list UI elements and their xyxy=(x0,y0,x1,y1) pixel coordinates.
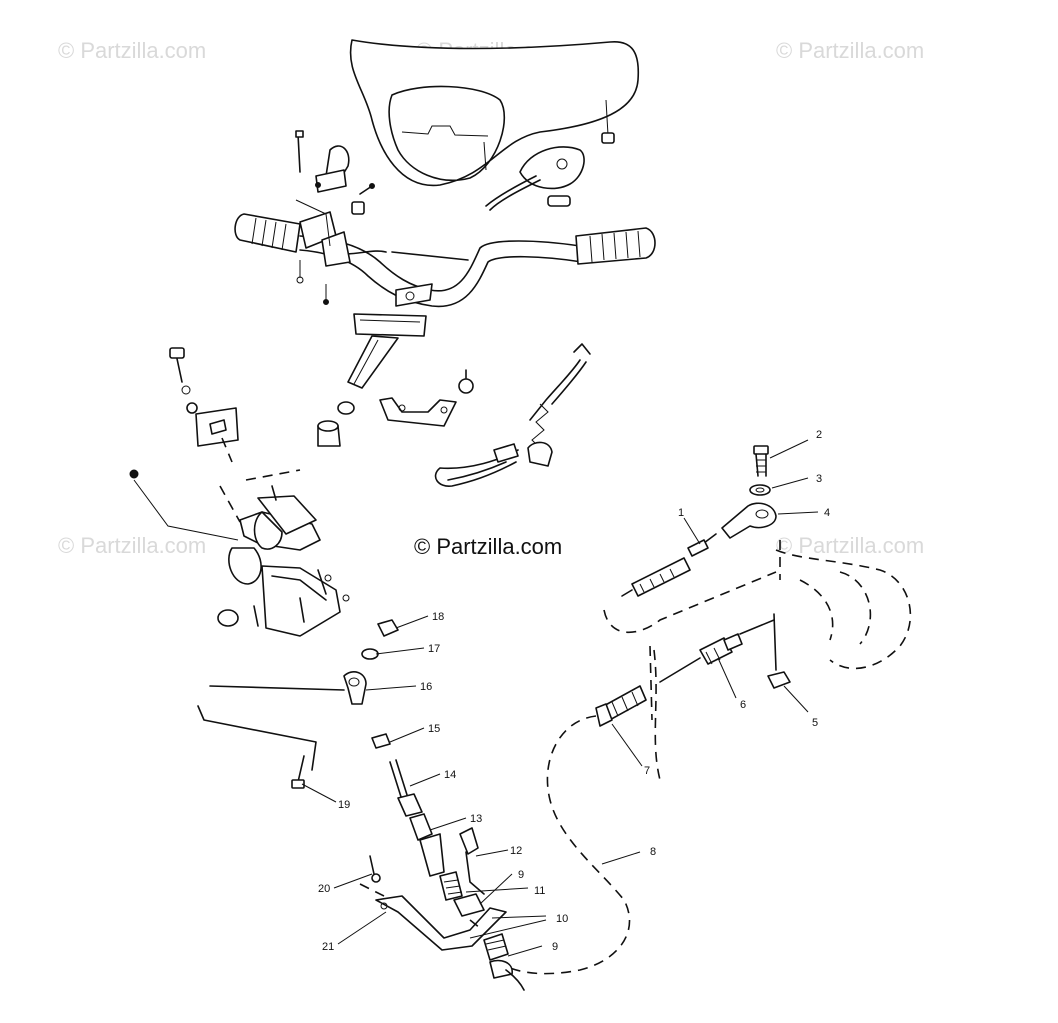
callout-label-19: 19 xyxy=(338,799,350,811)
brake-lever[interactable] xyxy=(295,130,375,215)
steering-post-mount[interactable] xyxy=(353,313,427,337)
callout-label-8: 8 xyxy=(650,846,656,858)
callout-label-3: 3 xyxy=(816,473,822,485)
callout-label-15: 15 xyxy=(428,723,440,735)
callout-label-16: 16 xyxy=(420,681,432,693)
callout-4-rod-end[interactable] xyxy=(721,502,777,539)
callout-6-cable-adjuster[interactable] xyxy=(659,619,775,683)
callout-label-17: 17 xyxy=(428,643,440,655)
callout-3-washer[interactable] xyxy=(749,484,771,496)
watermark-top-left: © Partzilla.com xyxy=(58,38,207,63)
callout-label-7: 7 xyxy=(644,765,650,777)
callout-11-spring[interactable] xyxy=(439,871,463,901)
callout-label-20: 20 xyxy=(318,883,330,895)
cable-cover-bracket[interactable] xyxy=(379,369,474,427)
callout-label-12: 12 xyxy=(510,845,522,857)
callout-label-2: 2 xyxy=(816,429,822,441)
callout-2-bolt[interactable] xyxy=(753,445,769,477)
callout-label-10: 10 xyxy=(556,913,568,925)
callout-16-ball-joint[interactable] xyxy=(343,671,367,705)
steering-support-bracket[interactable] xyxy=(129,347,350,637)
callout-9-nut-upper[interactable] xyxy=(453,893,485,917)
callout-label-13: 13 xyxy=(470,813,482,825)
callout-label-11: 11 xyxy=(534,885,545,897)
steering-shaft[interactable] xyxy=(317,335,399,447)
callout-9-nut-lower[interactable] xyxy=(483,933,525,991)
tether-cord[interactable] xyxy=(434,343,591,487)
callout-10-lever-plate[interactable] xyxy=(375,895,507,951)
callout-label-9-lower: 9 xyxy=(552,941,558,953)
carburetor-outline xyxy=(603,540,912,670)
handlebar-cover[interactable] xyxy=(349,39,640,187)
callout-label-18: 18 xyxy=(432,611,444,623)
callout-label-21: 21 xyxy=(322,941,334,953)
callout-5-nut[interactable] xyxy=(767,671,791,689)
callout-17-washer[interactable] xyxy=(361,648,379,660)
callout-13-cable-sleeve[interactable] xyxy=(409,813,445,877)
throttle-control-housing[interactable] xyxy=(485,146,585,211)
watermark-top-right: © Partzilla.com xyxy=(776,38,925,63)
callout-18-nut[interactable] xyxy=(377,619,399,637)
watermark-mid-left: © Partzilla.com xyxy=(58,533,207,558)
callout-label-14: 14 xyxy=(444,769,456,781)
callout-label-4: 4 xyxy=(824,507,830,519)
callout-label-5: 5 xyxy=(812,717,818,729)
right-grip[interactable] xyxy=(575,227,656,265)
callout-14-threaded-rod[interactable] xyxy=(389,759,423,817)
callout-label-6: 6 xyxy=(740,699,746,711)
callout-12-bracket[interactable] xyxy=(459,827,485,895)
callout-label-1: 1 xyxy=(678,507,684,519)
callout-20-screw[interactable] xyxy=(369,855,381,883)
handlebar[interactable] xyxy=(234,211,656,308)
callout-15-nut[interactable] xyxy=(371,733,391,749)
watermark-mid-right: © Partzilla.com xyxy=(776,533,925,558)
callout-1-cable-end[interactable] xyxy=(621,533,717,597)
callout-8-throttle-cable[interactable] xyxy=(509,715,631,975)
callout-19-bolt[interactable] xyxy=(291,755,305,789)
left-grip[interactable] xyxy=(234,213,301,253)
callout-7-cable-fitting[interactable] xyxy=(595,685,647,727)
copyright-notice: © Partzilla.com xyxy=(414,534,563,559)
callout-label-9-upper: 9 xyxy=(518,869,524,881)
